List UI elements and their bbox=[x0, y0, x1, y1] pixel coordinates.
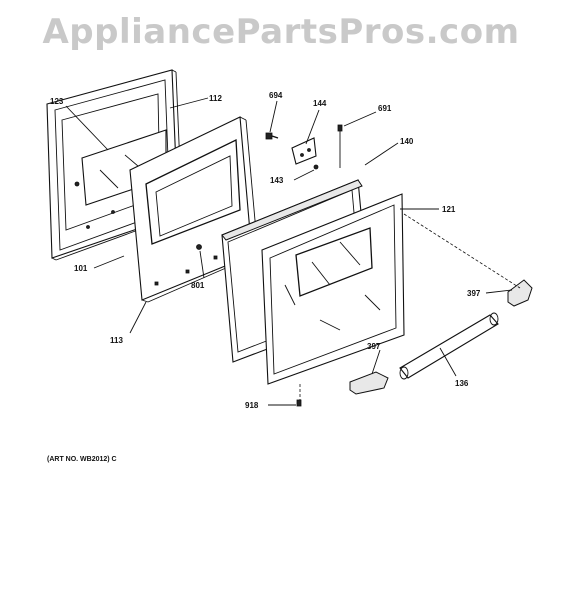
callout-140: 140 bbox=[400, 137, 414, 146]
callout-397-right: 397 bbox=[467, 289, 481, 298]
art-number: (ART NO. WB2012) C bbox=[47, 456, 117, 463]
callout-144: 144 bbox=[313, 99, 327, 108]
watermark-logo: AppliancePartsPros.com bbox=[42, 12, 520, 52]
callout-136: 136 bbox=[455, 379, 469, 388]
callout-123: 123 bbox=[50, 97, 64, 106]
part-136-handle-tube bbox=[399, 312, 499, 380]
callout-801: 801 bbox=[191, 281, 205, 290]
callout-397-left: 397 bbox=[367, 342, 381, 351]
leader-lines bbox=[65, 97, 513, 406]
callout-143: 143 bbox=[270, 176, 284, 185]
callout-113: 113 bbox=[110, 336, 123, 345]
part-397-handle-end-cap-left bbox=[349, 371, 389, 395]
part-801-screw bbox=[196, 244, 202, 250]
assembly-line-right bbox=[403, 213, 521, 289]
part-691-screw bbox=[337, 124, 343, 168]
part-397-handle-end-cap-right bbox=[507, 279, 533, 307]
callout-918: 918 bbox=[245, 401, 259, 410]
part-694-screw bbox=[265, 132, 279, 140]
part-143-clip bbox=[313, 164, 319, 170]
part-144-hinge-bracket bbox=[291, 137, 317, 165]
part-121-outer-glass bbox=[261, 193, 405, 385]
part-918-screw bbox=[296, 399, 302, 407]
callout-121: 121 bbox=[442, 205, 456, 214]
callout-112: 112 bbox=[209, 94, 222, 103]
callout-694: 694 bbox=[269, 91, 283, 100]
callout-101: 101 bbox=[74, 264, 88, 273]
callout-691: 691 bbox=[378, 104, 392, 113]
